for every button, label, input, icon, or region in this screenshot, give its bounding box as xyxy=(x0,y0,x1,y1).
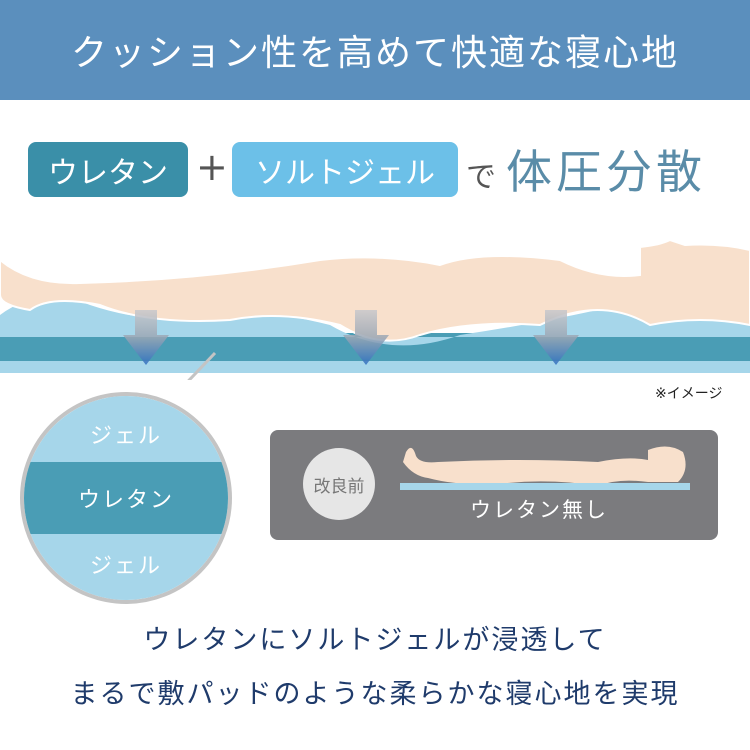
image-note: ※イメージ xyxy=(655,386,723,402)
arrow-down-icon xyxy=(123,310,169,365)
header-banner: クッション性を高めて快適な寝心地 xyxy=(0,0,750,100)
gel-top-label: ジェル xyxy=(24,396,228,462)
urethane-badge: ウレタン xyxy=(28,142,188,197)
arrow-down-icon xyxy=(343,310,389,365)
header-title: クッション性を高めて快適な寝心地 xyxy=(70,33,679,74)
arrow-down-icon xyxy=(533,310,579,365)
salt-gel-badge: ソルトジェル xyxy=(232,142,458,197)
thin-gel-layer xyxy=(400,483,690,490)
plus-sign: + xyxy=(196,145,228,189)
body-silhouette xyxy=(403,446,686,486)
gel-bottom-label: ジェル xyxy=(24,534,228,600)
pressure-arrows xyxy=(123,310,579,365)
cross-section-zoom: ジェル ウレタン ジェル xyxy=(20,392,232,604)
no-urethane-label: ウレタン無し xyxy=(470,498,608,522)
before-body-illustration xyxy=(400,446,690,490)
callout-line xyxy=(187,351,217,380)
before-badge: 改良前 xyxy=(303,448,375,520)
before-improvement-panel: 改良前 ウレタン無し xyxy=(270,430,718,540)
caption-line-1: ウレタンにソルトジェルが浸透して xyxy=(143,625,607,656)
urethane-label: ウレタン xyxy=(24,462,228,534)
de-particle: で xyxy=(466,160,496,195)
caption-line-2: まるで敷パッドのような柔らかな寝心地を実現 xyxy=(70,679,680,710)
pressure-distribution-title: 体圧分散 xyxy=(506,145,706,199)
body-on-mattress-illustration xyxy=(0,238,750,380)
